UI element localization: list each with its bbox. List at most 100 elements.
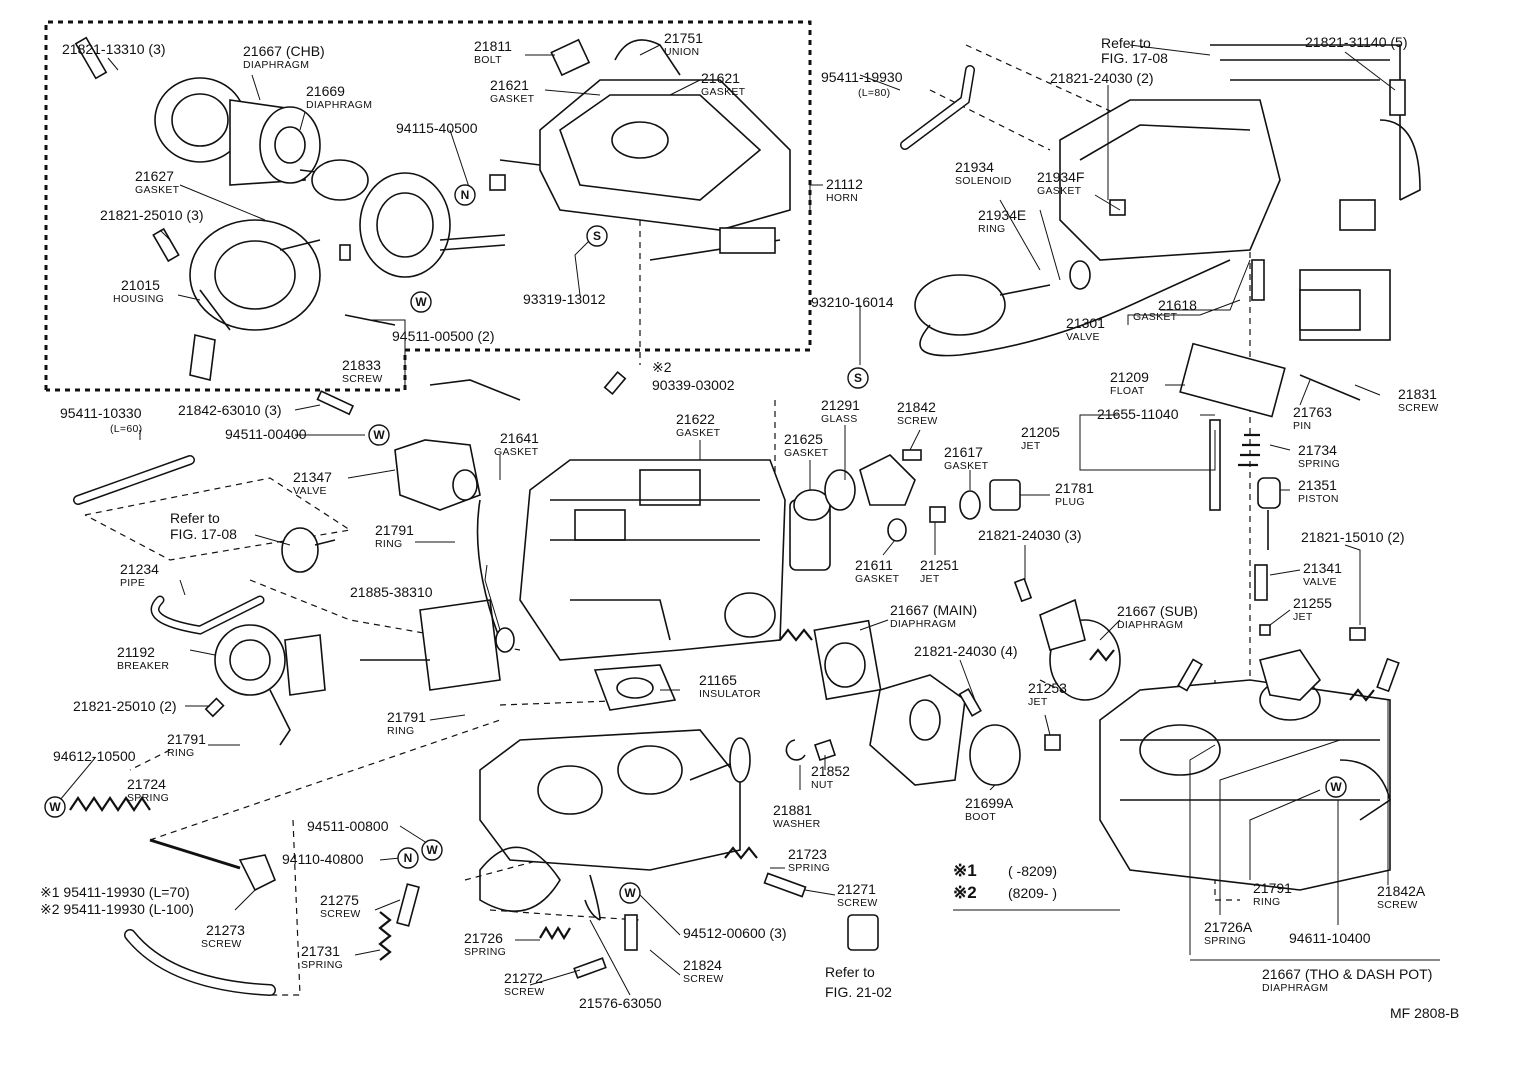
s-symbol-1-label: S [593, 229, 601, 243]
svg-text:21821-24030 (2): 21821-24030 (2) [1050, 70, 1154, 86]
svg-text:21821-15010 (2): 21821-15010 (2) [1301, 529, 1405, 545]
w-symbol-4 [421, 839, 443, 861]
svg-text:21165: 21165 [699, 672, 737, 688]
callouts: 21821-13310 (3) 21667 (CHB) DIAPHRAGM 216… [53, 30, 1438, 1011]
svg-text:21831: 21831 [1398, 386, 1437, 402]
svg-text:21209: 21209 [1110, 369, 1149, 385]
svg-text:GASKET: GASKET [490, 93, 535, 105]
callout: 94611-10400 [1289, 930, 1371, 946]
hose-notes: ※1 95411-19930 (L=70) ※2 95411-19930 (L-… [40, 884, 194, 917]
svg-text:21842A: 21842A [1377, 883, 1426, 899]
svg-text:21726A: 21726A [1204, 919, 1253, 935]
callout: 21576-63050 [579, 995, 662, 1011]
callout: 21821-15010 (2) [1301, 529, 1405, 545]
svg-text:21821-24030 (3): 21821-24030 (3) [978, 527, 1082, 543]
callout: 21655-11040 [1097, 406, 1179, 422]
callout: 21821-25010 (2) [73, 698, 177, 714]
svg-text:21791: 21791 [167, 731, 206, 747]
callout: 21667 (MAIN)DIAPHRAGM [890, 602, 977, 630]
svg-text:21251: 21251 [920, 557, 959, 573]
svg-text:DIAPHRAGM: DIAPHRAGM [1262, 982, 1328, 994]
svg-text:21885-38310: 21885-38310 [350, 584, 433, 600]
callout: 21821-24030 (2) [1050, 70, 1154, 86]
callout: 94115-40500 [396, 120, 478, 136]
svg-text:21273: 21273 [206, 922, 245, 938]
n-symbol-2 [397, 847, 419, 869]
svg-text:GASKET: GASKET [1037, 185, 1082, 197]
callout: 21667 (THO & DASH POT)DIAPHRAGM [1262, 966, 1432, 994]
svg-text:HORN: HORN [826, 192, 858, 204]
svg-text:Refer to: Refer to [1101, 35, 1151, 51]
svg-text:93210-16014: 93210-16014 [811, 294, 894, 310]
svg-text:21824: 21824 [683, 957, 722, 973]
svg-text:94612-10500: 94612-10500 [53, 748, 136, 764]
small-fasteners [316, 79, 1406, 717]
svg-text:21852: 21852 [811, 763, 850, 779]
svg-text:21821-13310 (3): 21821-13310 (3) [62, 41, 166, 57]
callout: 94511-00400 [225, 426, 307, 442]
callout: 94512-00600 (3) [683, 925, 787, 941]
svg-text:95411-10330: 95411-10330 [60, 405, 142, 421]
callout: 93210-16014 [811, 294, 894, 310]
lower-left-springs [69, 796, 879, 996]
svg-text:RING: RING [375, 538, 402, 550]
callout: 21821-24030 (4) [914, 643, 1018, 659]
svg-text:BOOT: BOOT [965, 811, 996, 823]
svg-text:GASKET: GASKET [676, 427, 721, 439]
svg-text:SCREW: SCREW [683, 973, 724, 985]
svg-text:21833: 21833 [342, 357, 381, 373]
svg-text:SCREW: SCREW [837, 897, 878, 909]
svg-text:BREAKER: BREAKER [117, 660, 169, 672]
assembly-group-border [44, 20, 812, 392]
svg-text:94115-40500: 94115-40500 [396, 120, 478, 136]
svg-text:JET: JET [1028, 696, 1048, 708]
callout: 21842-63010 (3) [178, 402, 282, 418]
s-symbol-1 [586, 225, 608, 247]
svg-text:21627: 21627 [135, 168, 174, 184]
svg-text:21641: 21641 [500, 430, 539, 446]
left-middle-parts [73, 379, 521, 746]
w-symbol-1 [410, 291, 432, 313]
svg-text:21112: 21112 [826, 176, 863, 192]
svg-text:21347: 21347 [293, 469, 332, 485]
svg-text:SPRING: SPRING [1204, 935, 1246, 947]
svg-text:21669: 21669 [306, 83, 345, 99]
callout: 21821-25010 (3) [100, 207, 204, 223]
svg-text:21821-31140 (5): 21821-31140 (5) [1305, 34, 1407, 50]
svg-text:SCREW: SCREW [897, 415, 938, 427]
svg-text:GASKET: GASKET [855, 573, 900, 585]
upper-hoses [779, 65, 1375, 702]
svg-text:21667 (CHB): 21667 (CHB) [243, 43, 325, 59]
svg-text:FIG. 17-08: FIG. 17-08 [170, 526, 237, 542]
svg-text:GASKET: GASKET [784, 447, 829, 459]
svg-text:21821-24030 (4): 21821-24030 (4) [914, 643, 1018, 659]
svg-text:21791: 21791 [387, 709, 426, 725]
callout: 93319-13012 [523, 291, 606, 307]
svg-text:21842-63010 (3): 21842-63010 (3) [178, 402, 282, 418]
callout: 94511-00800 [307, 818, 389, 834]
svg-text:21192: 21192 [117, 644, 155, 660]
svg-text:21699A: 21699A [965, 795, 1014, 811]
w-symbol-6-label: W [1330, 780, 1342, 794]
